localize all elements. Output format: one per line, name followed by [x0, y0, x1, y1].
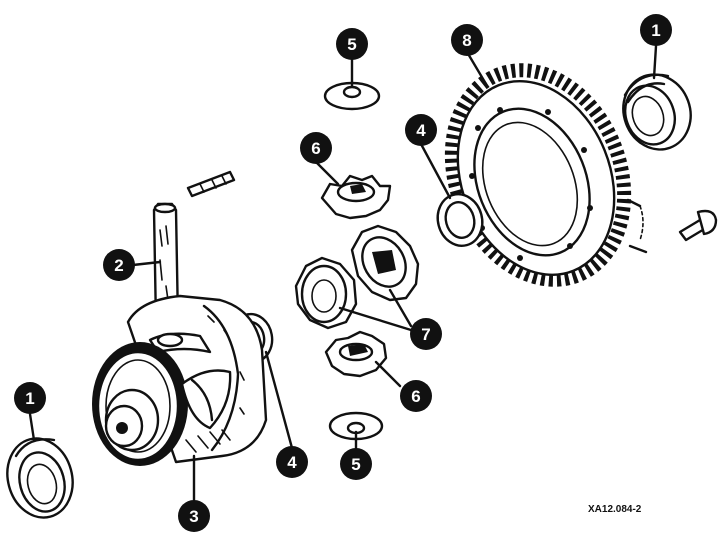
- callout-6-lower: 6: [400, 380, 432, 412]
- leader-lines: [28, 44, 658, 502]
- ring-gear: [444, 63, 632, 287]
- callout-label: 5: [347, 35, 356, 54]
- side-gear-lower: [294, 256, 358, 330]
- callout-label: 6: [411, 387, 420, 406]
- callout-label: 8: [462, 31, 471, 50]
- callout-label: 5: [351, 455, 360, 474]
- callout-8: 8: [451, 24, 483, 56]
- callout-label: 7: [421, 325, 430, 344]
- callout-2: 2: [103, 249, 135, 281]
- side-gear-upper: [350, 224, 420, 302]
- differential-case: [92, 294, 268, 466]
- callout-6-upper: 6: [300, 132, 332, 164]
- side-gear-thrust-washer-right: [436, 193, 484, 247]
- ring-gear-bolt: [626, 198, 718, 254]
- thrust-washer-bottom: [328, 411, 384, 441]
- reference-code: XA12.084-2: [588, 504, 642, 515]
- callout-3: 3: [178, 500, 210, 532]
- callout-label: 4: [287, 453, 297, 472]
- callout-label: 3: [189, 507, 198, 526]
- callout-4-right: 4: [405, 114, 437, 146]
- callout-label: 2: [114, 256, 123, 275]
- bearing-race-bottom-left: [6, 437, 74, 519]
- callout-label: 1: [651, 21, 660, 40]
- callout-label: 1: [25, 389, 34, 408]
- callout-5-bottom: 5: [340, 448, 372, 480]
- callout-1-top: 1: [640, 14, 672, 46]
- callout-4-left: 4: [276, 446, 308, 478]
- callout-1-bottom: 1: [14, 382, 46, 414]
- callout-7: 7: [410, 318, 442, 350]
- lock-pin: [186, 170, 236, 198]
- callout-label: 6: [311, 139, 320, 158]
- pinion-gear-upper: [320, 174, 392, 220]
- pinion-gear-lower: [324, 330, 388, 378]
- callout-label: 4: [416, 121, 426, 140]
- callout-5-top: 5: [336, 28, 368, 60]
- bearing-race-top-right: [622, 73, 692, 151]
